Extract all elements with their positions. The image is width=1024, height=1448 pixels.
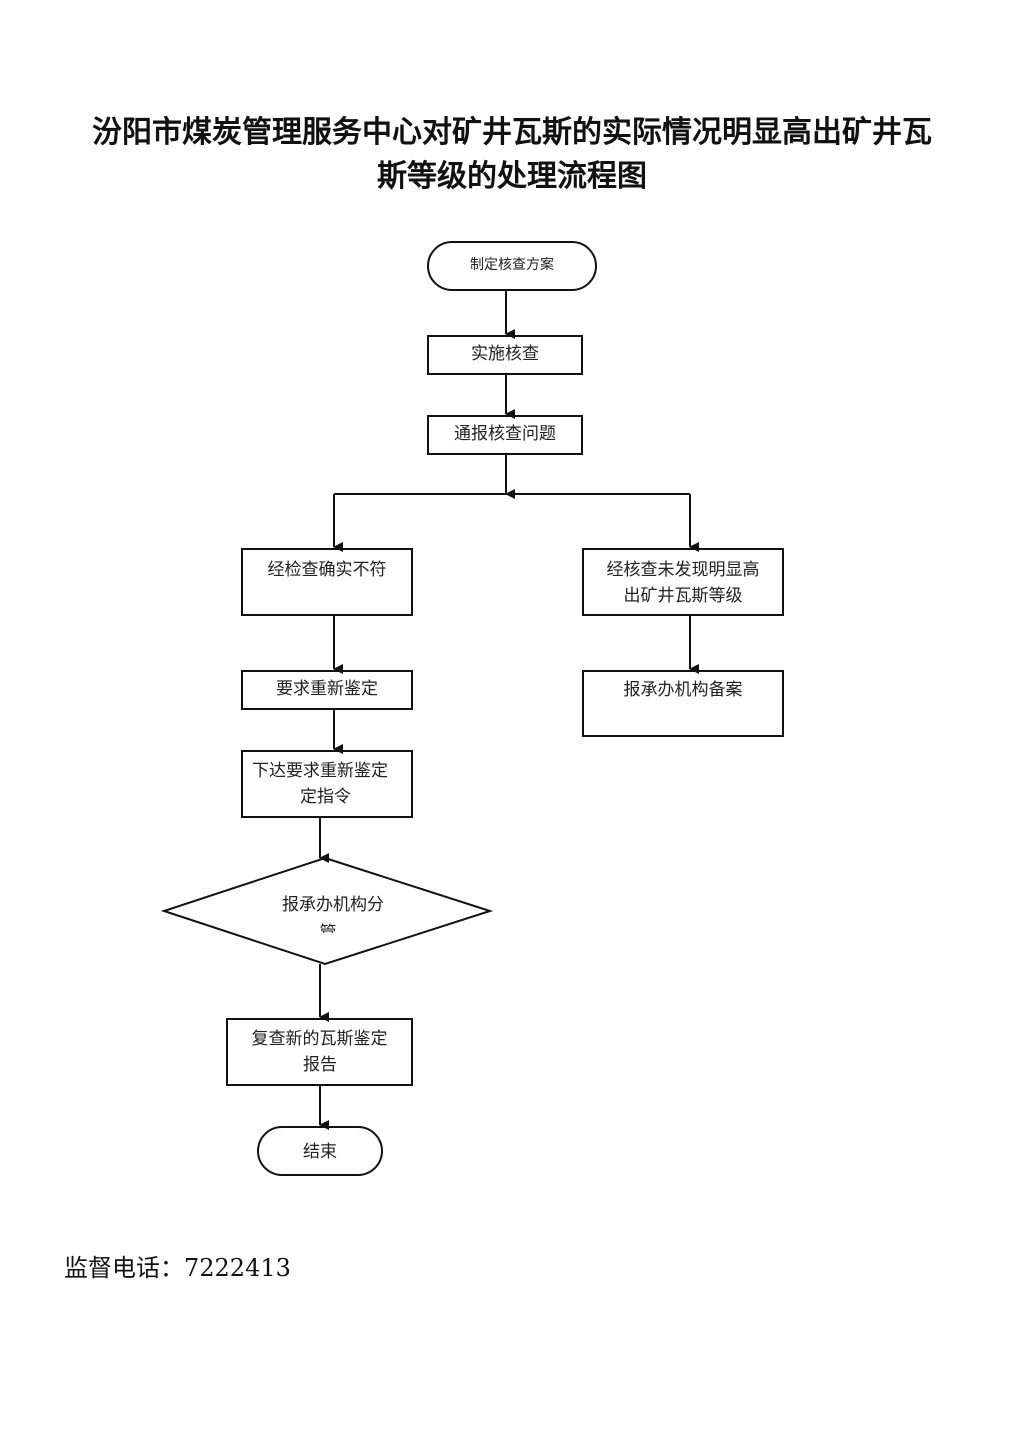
confirmed-label: 经检查确实不符 bbox=[267, 560, 387, 580]
supervision-phone-label: 监督电话： bbox=[64, 1254, 184, 1282]
review-label-2: 报告 bbox=[303, 1055, 337, 1075]
supervision-phone: 监督电话：7222413 bbox=[64, 1248, 291, 1283]
start-terminal bbox=[427, 241, 597, 291]
supervision-phone-number: 7222413 bbox=[184, 1254, 291, 1282]
implement-label: 实施核查 bbox=[471, 344, 539, 364]
report-label-1: 报承办机构分 bbox=[282, 895, 384, 915]
confirmed-box bbox=[241, 548, 413, 616]
notify-label: 通报核查问题 bbox=[454, 424, 556, 444]
start-label: 制定核查方案 bbox=[470, 257, 554, 273]
request-reappraisal-box bbox=[241, 670, 413, 710]
report-diamond bbox=[160, 856, 494, 966]
issue-order-label-2: 定指令 bbox=[300, 787, 351, 807]
review-label-1: 复查新的瓦斯鉴定 bbox=[251, 1029, 388, 1049]
report-label-2: 管 bbox=[319, 923, 337, 933]
report-label-clip: 管 bbox=[300, 920, 360, 933]
file-record-label: 报承办机构备案 bbox=[623, 680, 743, 700]
not-found-label-2: 出矿井瓦斯等级 bbox=[623, 586, 743, 606]
not-found-label-1: 经核查未发现明显高 bbox=[606, 560, 760, 580]
page-title-line-1: 汾阳市煤炭管理服务中心对矿井瓦斯的实际情况明显高出矿井瓦 bbox=[92, 115, 932, 150]
page-title-line-2: 斯等级的处理流程图 bbox=[377, 159, 647, 194]
issue-order-box bbox=[241, 750, 413, 818]
file-record-box bbox=[582, 670, 784, 737]
not-found-box bbox=[582, 548, 784, 616]
end-label: 结束 bbox=[303, 1142, 337, 1162]
issue-order-label-1: 下达要求重新鉴定 bbox=[252, 761, 388, 781]
request-reappraisal-label: 要求重新鉴定 bbox=[276, 679, 378, 699]
